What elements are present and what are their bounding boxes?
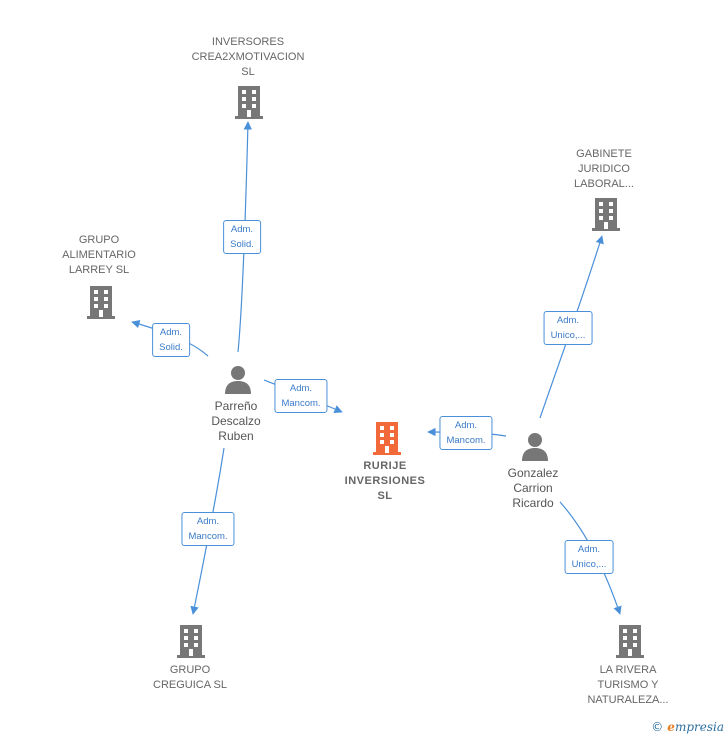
label-line: LARREY SL <box>68 264 130 276</box>
edge-label-parreno-to-rurije[interactable]: Adm. Mancom. <box>274 379 328 413</box>
edge-label-line: Adm. <box>289 383 313 394</box>
person-icon[interactable] <box>520 431 550 466</box>
edge-label-gonzalez-to-rurije[interactable]: Adm. Mancom. <box>439 416 493 450</box>
label-line: CREA2XMOTIVACION <box>191 51 305 63</box>
building-icon[interactable] <box>85 284 117 325</box>
label-line: JURIDICO <box>578 163 630 175</box>
edge-label-line: Adm. <box>230 224 254 235</box>
edge-label-to-gabinete[interactable]: Adm. Unico,... <box>543 311 593 345</box>
node-label-rurije: RURIJE INVERSIONES SL <box>345 459 426 504</box>
copyright-icon: © <box>651 720 664 734</box>
edge-label-line: Mancom. <box>446 435 486 446</box>
label-line: NATURALEZA... <box>587 694 669 706</box>
label-line: Carrion <box>513 481 553 495</box>
building-icon[interactable] <box>175 623 207 664</box>
brand-e: e <box>667 720 675 734</box>
label-line: LABORAL... <box>574 178 634 190</box>
edge-label-to-la-rivera[interactable]: Adm. Unico,... <box>564 540 614 574</box>
label-line: SL <box>241 66 255 78</box>
empresia-watermark: ©empresia <box>651 720 724 734</box>
person-icon[interactable] <box>223 364 253 399</box>
label-line: TURISMO Y <box>597 679 659 691</box>
node-label-gonzalez: Gonzalez Carrion Ricardo <box>508 466 559 511</box>
edge-label-line: Unico,... <box>550 330 586 341</box>
label-line: CREGUICA SL <box>153 679 227 691</box>
edge-label-to-inversores[interactable]: Adm. Solid. <box>223 220 261 254</box>
label-line: LA RIVERA <box>599 664 657 676</box>
edge-label-line: Adm. <box>196 516 220 527</box>
label-line: Descalzo <box>211 414 261 428</box>
edge-label-line: Adm. <box>577 544 601 555</box>
label-line: Gonzalez <box>507 466 559 480</box>
building-icon[interactable] <box>233 84 265 125</box>
building-icon[interactable] <box>590 196 622 237</box>
label-line: INVERSIONES <box>344 475 426 487</box>
edge-label-line: Mancom. <box>281 398 321 409</box>
edge-label-line: Mancom. <box>188 531 228 542</box>
edge-label-line: Adm. <box>556 315 580 326</box>
label-line: ALIMENTARIO <box>62 249 136 261</box>
label-line: Ruben <box>218 429 254 443</box>
node-label-parreno: Parreño Descalzo Ruben <box>211 399 260 444</box>
building-icon[interactable] <box>614 623 646 664</box>
edge-label-line: Solid. <box>159 342 183 353</box>
node-label-inversores: INVERSORES CREA2XMOTIVACION SL <box>192 35 305 80</box>
node-label-gabinete: GABINETE JURIDICO LABORAL... <box>574 147 634 192</box>
building-icon[interactable] <box>371 420 403 461</box>
label-line: Ricardo <box>512 496 554 510</box>
edge-label-to-grupo-alimentario[interactable]: Adm. Solid. <box>152 323 190 357</box>
edge-label-line: Unico,... <box>571 559 607 570</box>
label-line: Parreño <box>214 399 258 413</box>
edge-label-to-grupo-creguica[interactable]: Adm. Mancom. <box>181 512 235 546</box>
label-line: GRUPO <box>169 664 211 676</box>
brand-text: mpresia <box>674 720 724 734</box>
label-line: GRUPO <box>78 234 120 246</box>
edge-label-line: Adm. <box>159 327 183 338</box>
node-label-la-rivera: LA RIVERA TURISMO Y NATURALEZA... <box>587 663 668 708</box>
label-line: INVERSORES <box>211 36 285 48</box>
label-line: RURIJE <box>363 460 407 472</box>
edge-label-line: Solid. <box>230 239 254 250</box>
label-line: GABINETE <box>576 148 632 160</box>
node-label-grupo-alimentario: GRUPO ALIMENTARIO LARREY SL <box>62 233 136 278</box>
edge-label-line: Adm. <box>454 420 478 431</box>
label-line: SL <box>377 490 393 502</box>
node-label-grupo-creguica: GRUPO CREGUICA SL <box>153 663 227 693</box>
